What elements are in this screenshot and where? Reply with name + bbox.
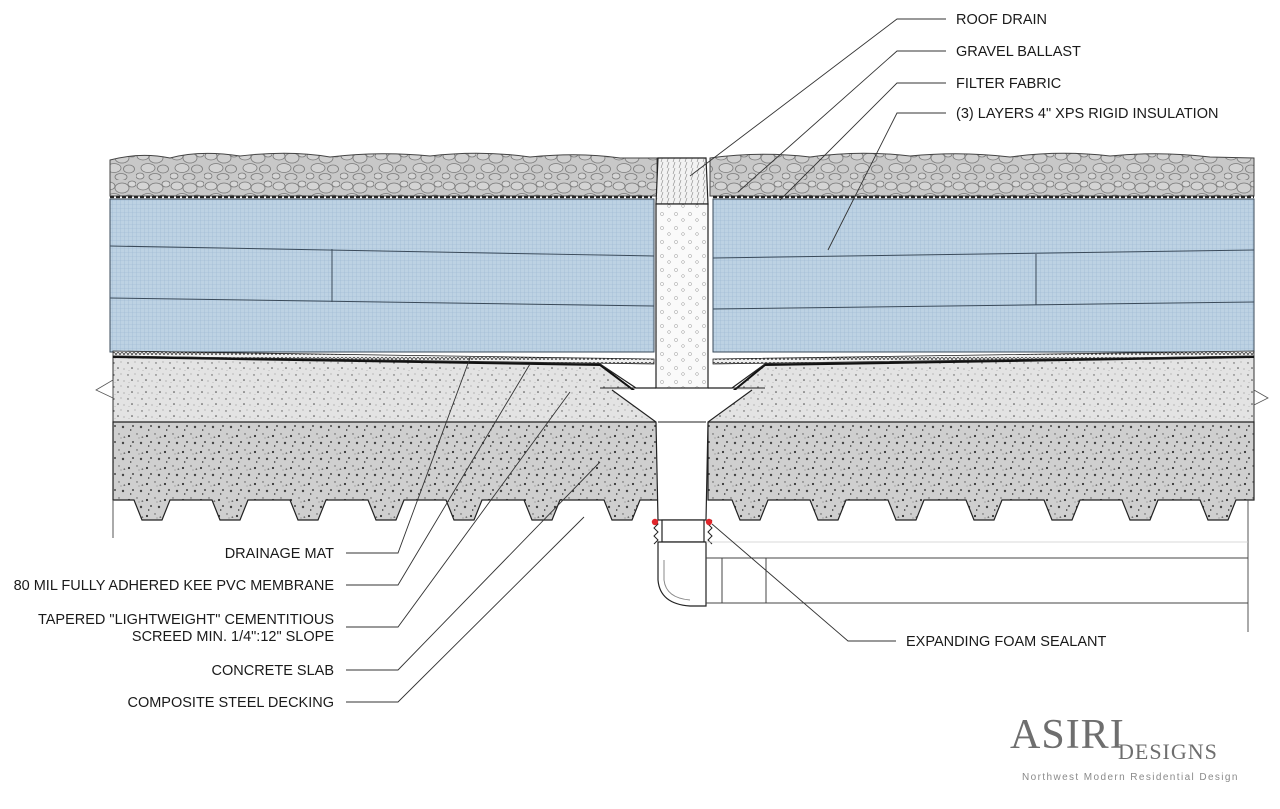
label-screed-line-1: TAPERED "LIGHTWEIGHT" CEMENTITIOUS (38, 612, 334, 628)
label-filter-fabric: FILTER FABRIC (956, 76, 1061, 92)
asiri-designs-logo: ASIRI DESIGNS Northwest Modern Residenti… (1010, 712, 1239, 783)
screed-layer (95, 355, 1269, 423)
expanding-foam-sealant (651, 518, 713, 526)
callouts-bottom: DRAINAGE MAT 80 MIL FULLY ADHERED KEE PV… (14, 546, 335, 711)
callouts-top: ROOF DRAIN GRAVEL BALLAST FILTER FABRIC … (956, 12, 1218, 122)
pvc-membrane-line (112, 356, 1255, 393)
label-steel-decking: COMPOSITE STEEL DECKING (127, 695, 334, 711)
logo-name: ASIRI (1010, 712, 1125, 758)
composite-steel-decking (112, 500, 1249, 632)
label-pvc-membrane: 80 MIL FULLY ADHERED KEE PVC MEMBRANE (14, 578, 335, 594)
label-concrete-slab: CONCRETE SLAB (212, 663, 334, 679)
logo-tagline: Northwest Modern Residential Design (1022, 772, 1239, 783)
label-drainage-mat: DRAINAGE MAT (225, 546, 334, 562)
xps-insulation-layer (109, 198, 1255, 353)
gravel-ballast-layer (109, 152, 1255, 197)
label-roof-drain: ROOF DRAIN (956, 12, 1047, 28)
drainage-mat-layer (112, 350, 1255, 365)
label-foam-sealant: EXPANDING FOAM SEALANT (906, 634, 1106, 650)
label-screed-line-2: SCREED MIN. 1/4":12" SLOPE (132, 629, 334, 645)
label-xps-insulation: (3) LAYERS 4" XPS RIGID INSULATION (956, 106, 1218, 122)
leader-lines (346, 18, 946, 703)
concrete-slab-layer (112, 421, 1255, 521)
label-gravel-ballast: GRAVEL BALLAST (956, 44, 1081, 60)
logo-sub: DESIGNS (1118, 739, 1218, 764)
roof-drain-assembly (599, 157, 1248, 607)
